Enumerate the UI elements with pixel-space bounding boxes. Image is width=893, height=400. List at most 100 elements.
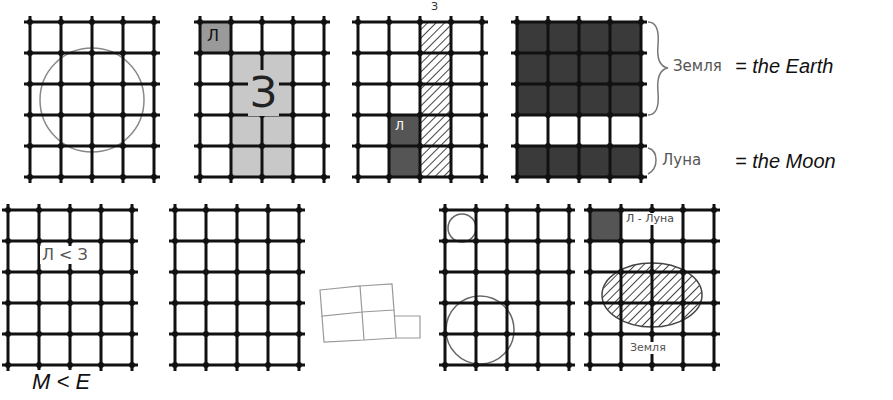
- grid-dot: [36, 207, 42, 213]
- grid-dot: [36, 300, 42, 306]
- grid-dot: [27, 19, 33, 25]
- grid-dot: [514, 19, 520, 25]
- grid-dot: [120, 174, 126, 180]
- grid-dot: [711, 238, 717, 244]
- grid-dot: [680, 269, 686, 275]
- grid-dot: [479, 112, 485, 118]
- grid-dot: [711, 362, 717, 368]
- grid-dot: [67, 331, 73, 337]
- grid-dot: [448, 112, 454, 118]
- grid-dot: [355, 50, 361, 56]
- grid-dot: [417, 112, 423, 118]
- grid-dot: [172, 269, 178, 275]
- grid-dot: [67, 207, 73, 213]
- grid-dot: [417, 143, 423, 149]
- grid-dot: [27, 81, 33, 87]
- grid-dot: [296, 269, 302, 275]
- grid-dot: [566, 331, 572, 337]
- grid-dot: [265, 207, 271, 213]
- grid-dot: [5, 331, 11, 337]
- grid-dot: [98, 269, 104, 275]
- grid-line: [419, 16, 422, 183]
- grid-dot: [234, 300, 240, 306]
- grid-dot: [587, 269, 593, 275]
- grid-dot: [545, 81, 551, 87]
- grid-dot: [638, 143, 644, 149]
- grid-dot: [321, 19, 327, 25]
- grid-dot: [67, 238, 73, 244]
- grid-dot: [129, 331, 135, 337]
- grid-line: [292, 16, 295, 183]
- grid-dot: [607, 19, 613, 25]
- grid-dot: [448, 81, 454, 87]
- grid-dot: [545, 50, 551, 56]
- grid-dot: [151, 81, 157, 87]
- grid-dot: [711, 207, 717, 213]
- grid-dot: [680, 331, 686, 337]
- grid-dot: [203, 300, 209, 306]
- grid-line: [122, 16, 125, 183]
- grid-dot: [607, 174, 613, 180]
- grid-dot: [234, 238, 240, 244]
- grid-dot: [442, 300, 448, 306]
- grid-line: [481, 16, 484, 183]
- grid-dot: [711, 300, 717, 306]
- grid-line: [91, 16, 94, 183]
- grid-dot: [442, 331, 448, 337]
- grid-line: [589, 204, 592, 371]
- grid-dot: [535, 269, 541, 275]
- grid-dot: [535, 331, 541, 337]
- grid-dot: [5, 362, 11, 368]
- grid-dot: [120, 19, 126, 25]
- grid-dot: [265, 362, 271, 368]
- grid-dot: [290, 174, 296, 180]
- grid: [584, 204, 720, 371]
- grid-dot: [89, 143, 95, 149]
- grid-dot: [321, 143, 327, 149]
- earth-mark: З: [248, 70, 279, 116]
- grid-dot: [228, 112, 234, 118]
- earth-mark: З: [429, 1, 440, 13]
- grid-dot: [514, 50, 520, 56]
- grid-dot: [89, 50, 95, 56]
- grid-dot: [98, 238, 104, 244]
- grid-dot: [566, 207, 572, 213]
- grid-dot: [638, 19, 644, 25]
- moon-mark: Л: [393, 120, 406, 133]
- grid-dot: [473, 331, 479, 337]
- grid-line: [640, 16, 643, 183]
- grid-dot: [67, 269, 73, 275]
- grid-dot: [259, 143, 265, 149]
- grid-line: [131, 204, 134, 371]
- grid-dot: [259, 50, 265, 56]
- grid-dot: [151, 19, 157, 25]
- grid-line: [267, 204, 270, 371]
- grid-dot: [355, 174, 361, 180]
- grid-dot: [417, 81, 423, 87]
- grid-dot: [27, 143, 33, 149]
- grid-line: [516, 16, 519, 183]
- grid: [24, 16, 160, 183]
- grid-dot: [638, 81, 644, 87]
- grid-dot: [203, 238, 209, 244]
- grid-dot: [473, 269, 479, 275]
- grid-dot: [649, 238, 655, 244]
- grid-dot: [151, 50, 157, 56]
- grid-dot: [321, 174, 327, 180]
- grid-dot: [67, 300, 73, 306]
- grid-dot: [89, 112, 95, 118]
- grid-dot: [290, 19, 296, 25]
- grid-dot: [89, 174, 95, 180]
- moon-mark: Л: [205, 27, 221, 45]
- grid-dot: [203, 362, 209, 368]
- grid-dot: [265, 300, 271, 306]
- grid-dot: [234, 331, 240, 337]
- grid-dot: [566, 300, 572, 306]
- grid-dot: [129, 300, 135, 306]
- grid-dot: [58, 81, 64, 87]
- grid-dot: [197, 50, 203, 56]
- grid-dot: [535, 238, 541, 244]
- grid-dot: [473, 207, 479, 213]
- grid-dot: [576, 50, 582, 56]
